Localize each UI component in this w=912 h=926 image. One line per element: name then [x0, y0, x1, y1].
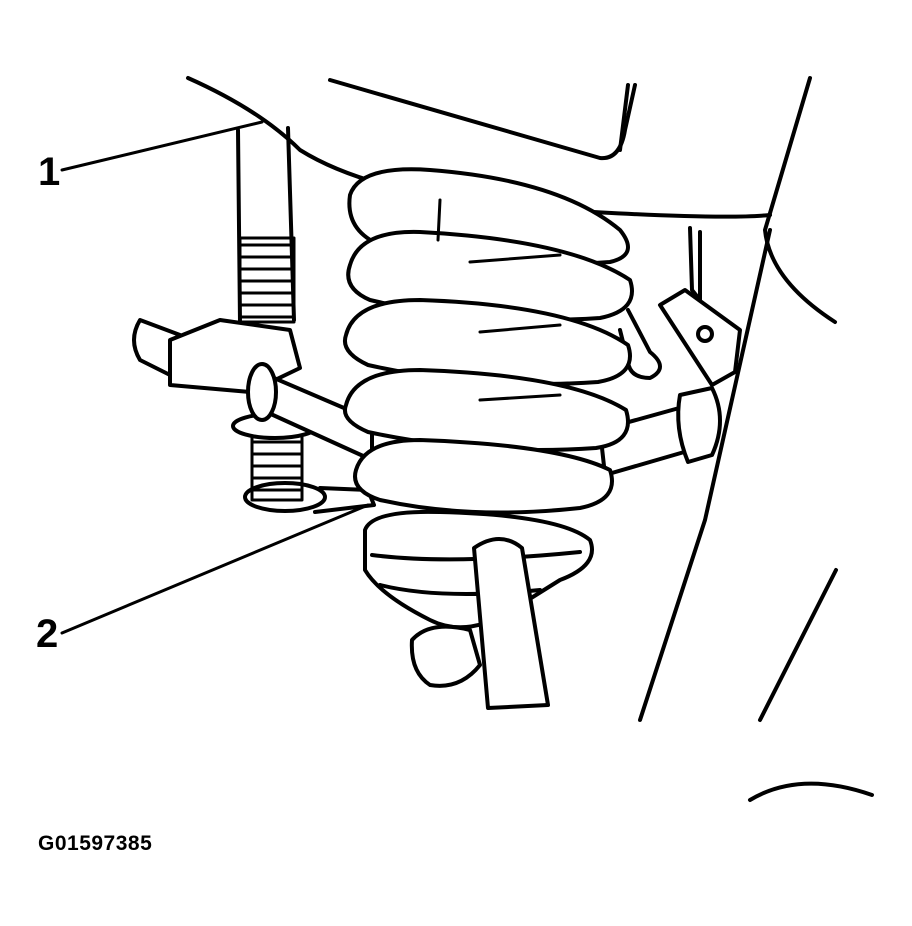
- compressor-bar: [132, 318, 722, 477]
- coil-spring: [343, 167, 634, 515]
- callout-leaders: [60, 120, 370, 635]
- stud-threads: [239, 243, 295, 319]
- threaded-stud: [236, 126, 296, 324]
- callout-label-2: 2: [36, 612, 59, 656]
- upper-mount: [618, 226, 742, 387]
- callout-label-1: 1: [38, 150, 61, 194]
- figure-id-label: G01597385: [38, 832, 153, 855]
- lower-link: [472, 537, 550, 710]
